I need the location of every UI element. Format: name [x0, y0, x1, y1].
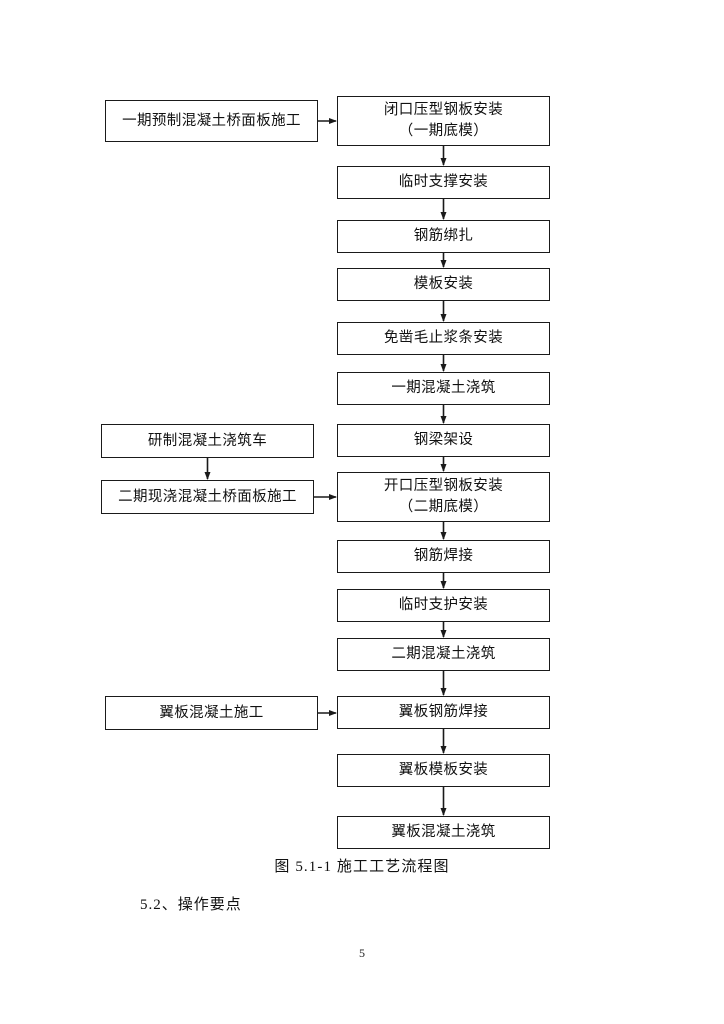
flowchart-node-label: 闭口压型钢板安装	[383, 102, 504, 119]
page-number: 5	[359, 946, 365, 960]
flowchart-node: 二期现浇混凝土桥面板施工	[101, 480, 314, 514]
flowchart-node-label: 翼板钢筋焊接	[398, 704, 489, 721]
flowchart-node-label: 翼板混凝土浇筑	[391, 824, 496, 841]
flowchart-node: 钢筋焊接	[337, 540, 550, 573]
flowchart-node: 模板安装	[337, 268, 550, 301]
flowchart-node-label: 翼板模板安装	[398, 762, 489, 779]
flowchart-node-label: 二期现浇混凝土桥面板施工	[118, 488, 297, 505]
flowchart-node: 闭口压型钢板安装 （一期底模）	[337, 96, 550, 146]
flowchart-node-label: 开口压型钢板安装	[383, 478, 504, 495]
figure-caption: 图 5.1-1 施工工艺流程图	[274, 859, 450, 875]
flowchart-node-label: 钢筋焊接	[413, 548, 474, 565]
flowchart-node-label: 翼板混凝土施工	[159, 704, 264, 721]
flowchart-node: 临时支撑安装	[337, 166, 550, 199]
construction-process-flowchart: 一期预制混凝土桥面板施工研制混凝土浇筑车二期现浇混凝土桥面板施工翼板混凝土施工 闭…	[101, 96, 550, 849]
flowchart-node-label: 免凿毛止浆条安装	[383, 330, 504, 347]
flowchart-node-label: （二期底模）	[398, 499, 489, 515]
flowchart-node-label: 一期预制混凝土桥面板施工	[122, 112, 301, 129]
flowchart-node: 开口压型钢板安装 （二期底模）	[337, 472, 550, 522]
flowchart-node: 研制混凝土浇筑车	[101, 424, 314, 458]
flowchart-node: 一期混凝土浇筑	[337, 372, 550, 405]
flowchart-node: 免凿毛止浆条安装	[337, 322, 550, 355]
flowchart-node: 临时支护安装	[337, 589, 550, 622]
flowchart-node-label: 模板安装	[413, 276, 474, 293]
flowchart-node: 翼板混凝土浇筑	[337, 816, 550, 849]
flowchart-node-label: （一期底模）	[398, 123, 489, 139]
flowchart-node-label: 一期混凝土浇筑	[391, 380, 496, 397]
flowchart-node-label: 钢筋绑扎	[413, 228, 474, 245]
flowchart-node-label: 临时支护安装	[398, 597, 489, 614]
flowchart-node: 翼板钢筋焊接	[337, 696, 550, 729]
flowchart-node: 一期预制混凝土桥面板施工	[105, 100, 318, 142]
flowchart-node-label: 临时支撑安装	[398, 174, 489, 191]
flowchart-node: 钢梁架设	[337, 424, 550, 457]
flowchart-node-label: 研制混凝土浇筑车	[147, 432, 268, 449]
flowchart-node-label: 二期混凝土浇筑	[391, 646, 496, 663]
flowchart-node: 翼板混凝土施工	[105, 696, 318, 730]
flowchart-node: 钢筋绑扎	[337, 220, 550, 253]
flowchart-node: 二期混凝土浇筑	[337, 638, 550, 671]
flowchart-node: 翼板模板安装	[337, 754, 550, 787]
section-heading: 5.2、操作要点	[140, 897, 242, 913]
flowchart-node-label: 钢梁架设	[413, 432, 474, 449]
